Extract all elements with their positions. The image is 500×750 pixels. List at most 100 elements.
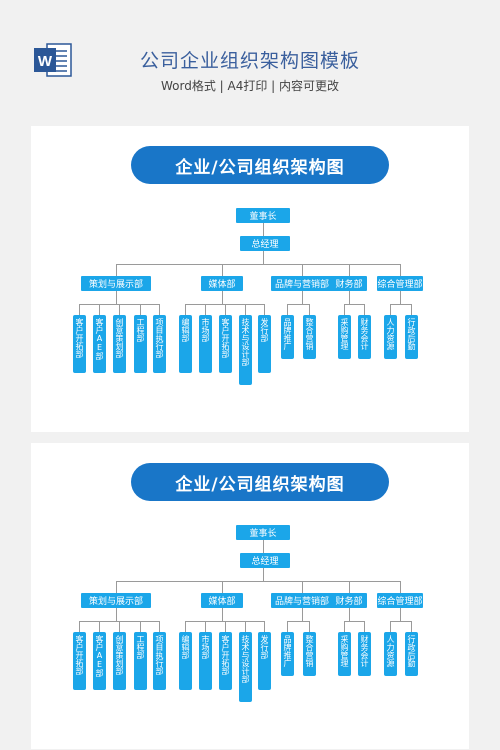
sub-department-label: 行政后勤 bbox=[407, 318, 416, 350]
page-title: 公司企业组织架构图模板 bbox=[139, 50, 360, 72]
sub-department-box: 采购管理 bbox=[338, 315, 351, 359]
sub-department-label: 人力资源 bbox=[386, 318, 395, 350]
sub-department-box: 市场部 bbox=[199, 315, 212, 373]
sub-department-label: 市场部 bbox=[201, 635, 210, 659]
sub-department-box: 创意策划部 bbox=[113, 315, 126, 373]
sub-department-label: 创意策划部 bbox=[115, 635, 124, 675]
sub-department-label: 创意策划部 bbox=[115, 318, 124, 358]
connector-line bbox=[309, 621, 310, 632]
sub-department-box: 整合营销 bbox=[303, 315, 316, 359]
sub-department-box: 行政后勤 bbox=[405, 315, 418, 359]
connector-line bbox=[309, 304, 310, 315]
connector-line bbox=[349, 264, 350, 276]
department-box: 财务部 bbox=[331, 276, 367, 291]
connector-line bbox=[344, 621, 345, 632]
connector-line bbox=[390, 621, 412, 622]
connector-line bbox=[263, 540, 264, 553]
connector-line bbox=[411, 621, 412, 632]
sub-department-box: 品牌推广 bbox=[281, 315, 294, 359]
connector-line bbox=[263, 251, 264, 264]
sub-department-label: 财务会计 bbox=[360, 318, 369, 350]
connector-line bbox=[225, 304, 226, 315]
sub-department-label: 采购管理 bbox=[340, 635, 349, 667]
connector-line bbox=[185, 621, 186, 632]
sub-department-label: 发行部 bbox=[260, 635, 269, 659]
connector-line bbox=[302, 264, 303, 276]
connector-line bbox=[390, 304, 412, 305]
connector-line bbox=[225, 621, 226, 632]
connector-line bbox=[287, 621, 288, 632]
connector-line bbox=[349, 608, 350, 621]
connector-line bbox=[349, 581, 350, 593]
sub-department-label: 客户AE部 bbox=[95, 318, 104, 360]
department-box: 策划与展示部 bbox=[81, 593, 151, 608]
sub-department-box: 工程部 bbox=[134, 632, 147, 690]
sub-department-box: 品牌推广 bbox=[281, 632, 294, 676]
sub-department-box: 项目执行部 bbox=[153, 315, 166, 373]
sub-department-label: 人力资源 bbox=[386, 635, 395, 667]
org-chart-card-1: 企业/公司组织架构图董事长总经理策划与展示部客户开拓部客户AE部创意策划部工程部… bbox=[31, 126, 469, 432]
sub-department-label: 技术与设计部 bbox=[241, 635, 250, 683]
connector-line bbox=[287, 621, 310, 622]
connector-line bbox=[349, 291, 350, 304]
sub-department-box: 财务会计 bbox=[358, 315, 371, 359]
sub-department-box: 发行部 bbox=[258, 315, 271, 373]
connector-line bbox=[390, 304, 391, 315]
header: W 公司企业组织架构图模板 Word格式 | A4打印 | 内容可更改 bbox=[0, 0, 500, 125]
sub-department-label: 项目执行部 bbox=[155, 318, 164, 358]
sub-department-label: 客户开拓部 bbox=[75, 318, 84, 358]
manager-box: 总经理 bbox=[240, 236, 290, 251]
connector-line bbox=[79, 304, 80, 315]
connector-line bbox=[116, 581, 117, 593]
sub-department-box: 客户开拓部 bbox=[73, 315, 86, 373]
department-box: 媒体部 bbox=[201, 593, 243, 608]
connector-line bbox=[222, 291, 223, 304]
sub-department-box: 人力资源 bbox=[384, 632, 397, 676]
sub-department-box: 技术与设计部 bbox=[239, 632, 252, 702]
connector-line bbox=[205, 304, 206, 315]
connector-line bbox=[344, 621, 365, 622]
connector-line bbox=[116, 264, 117, 276]
connector-line bbox=[79, 621, 80, 632]
chart-title-banner: 企业/公司组织架构图 bbox=[131, 463, 389, 501]
sub-department-box: 采购管理 bbox=[338, 632, 351, 676]
sub-department-label: 财务会计 bbox=[360, 635, 369, 667]
word-doc-icon: W bbox=[34, 43, 72, 77]
connector-line bbox=[159, 304, 160, 315]
sub-department-label: 行政后勤 bbox=[407, 635, 416, 667]
connector-line bbox=[263, 223, 264, 236]
sub-department-label: 发行部 bbox=[260, 318, 269, 342]
connector-line bbox=[140, 621, 141, 632]
connector-line bbox=[400, 608, 401, 621]
connector-line bbox=[185, 304, 186, 315]
department-box: 媒体部 bbox=[201, 276, 243, 291]
connector-line bbox=[245, 304, 246, 315]
sub-department-box: 客户AE部 bbox=[93, 632, 106, 690]
connector-line bbox=[116, 264, 401, 265]
sub-department-label: 技术与设计部 bbox=[241, 318, 250, 366]
connector-line bbox=[400, 291, 401, 304]
connector-line bbox=[159, 621, 160, 632]
sub-department-box: 客户AE部 bbox=[93, 315, 106, 373]
sub-department-label: 客户开拓部 bbox=[221, 318, 230, 358]
sub-department-label: 项目执行部 bbox=[155, 635, 164, 675]
connector-line bbox=[263, 568, 264, 581]
connector-line bbox=[344, 304, 365, 305]
connector-line bbox=[245, 621, 246, 632]
connector-line bbox=[364, 304, 365, 315]
root-box: 董事长 bbox=[236, 208, 290, 223]
manager-box: 总经理 bbox=[240, 553, 290, 568]
sub-department-label: 客户开拓部 bbox=[221, 635, 230, 675]
sub-department-label: 品牌推广 bbox=[283, 635, 292, 667]
sub-department-box: 工程部 bbox=[134, 315, 147, 373]
connector-line bbox=[344, 304, 345, 315]
connector-line bbox=[287, 304, 310, 305]
connector-line bbox=[99, 304, 100, 315]
sub-department-box: 市场部 bbox=[199, 632, 212, 690]
sub-department-label: 整合营销 bbox=[305, 635, 314, 667]
sub-department-box: 行政后勤 bbox=[405, 632, 418, 676]
connector-line bbox=[222, 264, 223, 276]
connector-line bbox=[364, 621, 365, 632]
sub-department-box: 财务会计 bbox=[358, 632, 371, 676]
sub-department-box: 技术与设计部 bbox=[239, 315, 252, 385]
